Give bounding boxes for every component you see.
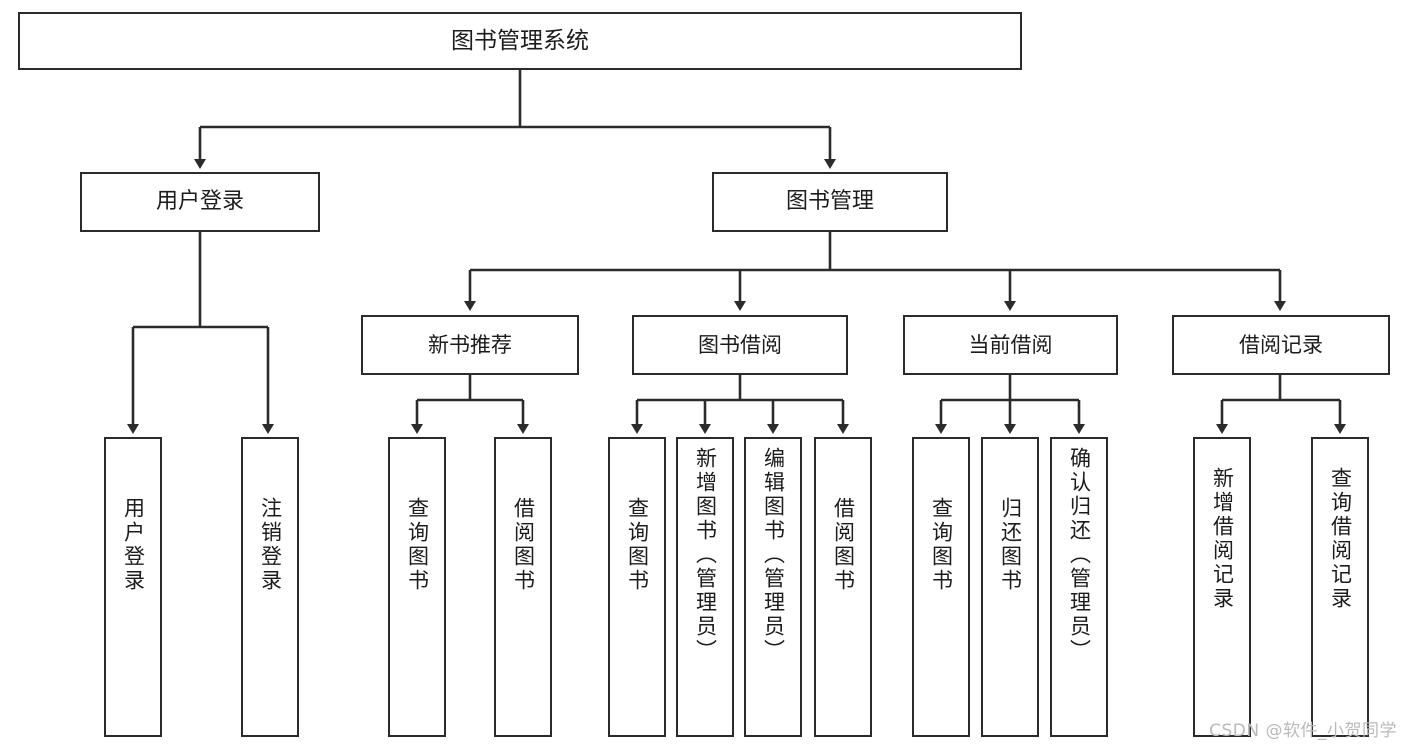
node-leaf-query-book-borrow[interactable]: 查询图书: [608, 437, 666, 737]
node-leaf-query-book-current[interactable]: 查询图书: [912, 437, 970, 737]
node-label: 确认归还（管理员）: [1067, 447, 1092, 663]
node-label: 新增借阅记录: [1210, 467, 1235, 611]
node-leaf-query-book-new[interactable]: 查询图书: [388, 437, 446, 737]
node-label: 归还图书: [998, 497, 1023, 593]
node-book-borrow[interactable]: 图书借阅: [632, 315, 848, 375]
node-user-login[interactable]: 用户登录: [80, 172, 320, 232]
csdn-watermark: CSDN @软件_小贺同学: [1209, 721, 1397, 741]
node-label: 新增图书（管理员）: [693, 447, 718, 663]
node-leaf-borrow-book-new[interactable]: 借阅图书: [494, 437, 552, 737]
node-new-book-recommend[interactable]: 新书推荐: [361, 315, 579, 375]
node-label: 图书管理系统: [451, 27, 589, 54]
node-label: 用户登录: [155, 189, 244, 215]
node-leaf-query-borrow-record[interactable]: 查询借阅记录: [1311, 437, 1369, 737]
node-label: 图书管理: [785, 189, 874, 215]
node-label: 借阅图书: [831, 497, 856, 593]
node-current-borrow[interactable]: 当前借阅: [903, 315, 1118, 375]
node-book-manage[interactable]: 图书管理: [712, 172, 948, 232]
node-label: 查询图书: [405, 497, 430, 593]
node-leaf-user-logout[interactable]: 注销登录: [241, 437, 299, 737]
node-borrow-record[interactable]: 借阅记录: [1172, 315, 1390, 375]
node-leaf-edit-book[interactable]: 编辑图书（管理员）: [744, 437, 802, 737]
node-leaf-return-book[interactable]: 归还图书: [981, 437, 1039, 737]
node-label: 借阅记录: [1239, 332, 1323, 357]
node-root-system[interactable]: 图书管理系统: [18, 12, 1022, 70]
node-label: 注销登录: [258, 497, 283, 593]
node-label: 编辑图书（管理员）: [761, 447, 786, 663]
node-leaf-add-borrow-record[interactable]: 新增借阅记录: [1193, 437, 1251, 737]
node-label: 借阅图书: [511, 497, 536, 593]
node-label: 新书推荐: [428, 332, 512, 357]
node-leaf-confirm-return[interactable]: 确认归还（管理员）: [1050, 437, 1108, 737]
node-leaf-user-login[interactable]: 用户登录: [104, 437, 162, 737]
node-leaf-add-book[interactable]: 新增图书（管理员）: [676, 437, 734, 737]
node-label: 查询图书: [929, 497, 954, 593]
node-leaf-borrow-book[interactable]: 借阅图书: [814, 437, 872, 737]
node-label: 查询图书: [625, 497, 650, 593]
node-label: 当前借阅: [968, 332, 1053, 357]
node-label: 查询借阅记录: [1328, 467, 1353, 611]
node-label: 用户登录: [121, 497, 146, 593]
node-label: 图书借阅: [698, 332, 782, 357]
